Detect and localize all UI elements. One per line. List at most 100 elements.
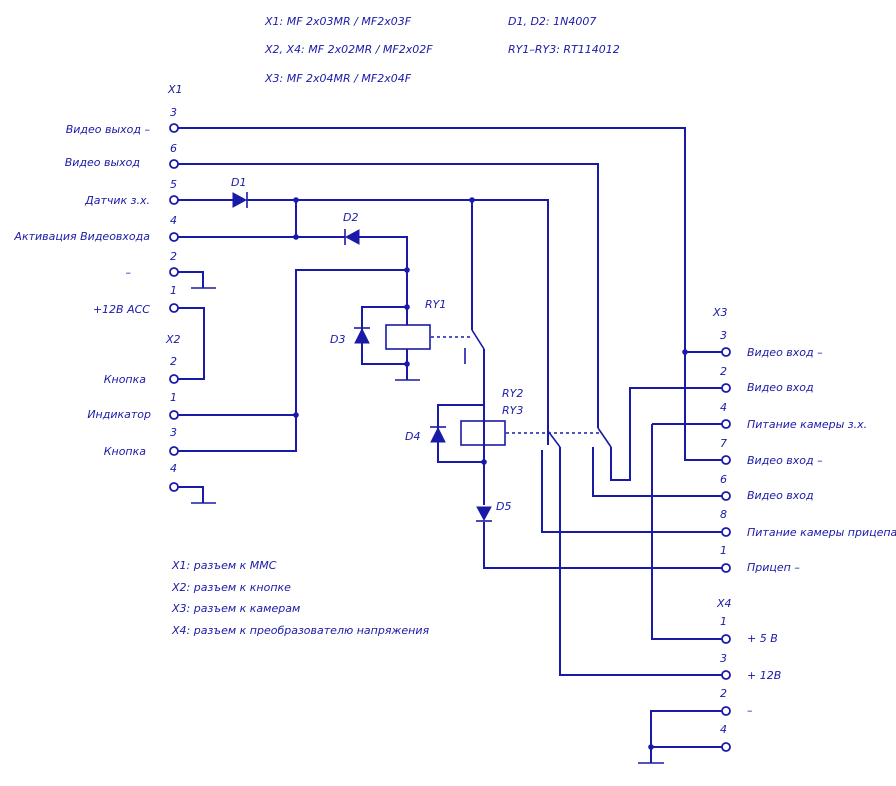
wire-button bbox=[178, 415, 297, 452]
x3-pin-num: 3 bbox=[720, 329, 727, 342]
pin-x2-3 bbox=[169, 446, 179, 456]
x3-pin-num: 6 bbox=[720, 473, 727, 486]
wire-trailer-minus bbox=[483, 522, 722, 569]
x2-title: X2 bbox=[165, 333, 181, 346]
x1-pin-num: 5 bbox=[170, 178, 177, 191]
x4-pin-label: + 12В bbox=[747, 669, 781, 682]
wire-video-in-2 bbox=[610, 387, 722, 481]
x1-pin-label: Активация Видеовхода bbox=[13, 230, 150, 243]
relay-ry1-coil bbox=[385, 324, 431, 350]
pin-x2-1 bbox=[169, 410, 179, 420]
wire-video-in-6 bbox=[592, 447, 722, 497]
x2-pin-num: 1 bbox=[170, 391, 177, 404]
x3-pin-num: 8 bbox=[720, 508, 727, 521]
pin-x1-1 bbox=[169, 303, 179, 313]
ry1-label: RY1 bbox=[425, 298, 446, 311]
x1-pin-label: +12В АСС bbox=[93, 303, 150, 316]
wire-video-out bbox=[178, 163, 599, 428]
pin-x3-6 bbox=[721, 491, 731, 501]
pin-x1-6 bbox=[169, 159, 179, 169]
x3-pin-num: 4 bbox=[720, 401, 727, 414]
junctions bbox=[293, 197, 688, 750]
relays bbox=[385, 324, 612, 448]
wire-indicator bbox=[178, 269, 407, 416]
pin-x3-3 bbox=[721, 347, 731, 357]
pin-x3-2 bbox=[721, 383, 731, 393]
x3-pin-label: Прицеп – bbox=[747, 561, 800, 574]
note-diodes-part: D1, D2: 1N4007 bbox=[508, 15, 596, 28]
legend-x4: X4: разъем к преобразователю напряжения bbox=[171, 624, 429, 637]
x3-pin-label: Видео вход bbox=[747, 489, 814, 502]
note-relays-part: RY1–RY3: RT114012 bbox=[508, 43, 620, 56]
diode-d1 bbox=[232, 192, 248, 208]
x1-pin-label: Видео выход – bbox=[66, 123, 151, 136]
x3-pin-num: 7 bbox=[720, 437, 727, 450]
wire-plus-12v bbox=[559, 447, 722, 676]
junction-dot bbox=[682, 349, 688, 355]
junction-dot bbox=[481, 459, 487, 465]
pin-x4-4 bbox=[721, 742, 731, 752]
diode-d3 bbox=[354, 327, 370, 344]
pin-x2-2 bbox=[169, 374, 179, 384]
connector-x4: X4 1 + 5 В 3 + 12В 2 – 4 bbox=[716, 597, 781, 736]
wire-d1-out bbox=[247, 199, 549, 445]
wire-x1-ground bbox=[178, 271, 204, 288]
wire-x2-ground bbox=[178, 486, 204, 503]
x1-pin-label: – bbox=[126, 266, 132, 279]
connector-x3: X3 3 Видео вход – 2 Видео вход 4 Питание… bbox=[712, 306, 896, 574]
x1-pin-num: 6 bbox=[170, 142, 177, 155]
diodes bbox=[232, 192, 492, 522]
wire-acc-button bbox=[178, 307, 205, 380]
wire-x4-ground bbox=[650, 710, 722, 748]
relay-ry1-switch bbox=[471, 329, 485, 350]
junction-dot bbox=[648, 744, 654, 750]
junction-dot bbox=[404, 361, 410, 367]
pins bbox=[169, 123, 731, 752]
wire-d2-out bbox=[359, 236, 408, 307]
junction-dot bbox=[293, 234, 299, 240]
x2-pin-label: Кнопка bbox=[104, 373, 147, 386]
legend: X1: разъем к ММС X2: разъем к кнопке X3:… bbox=[171, 559, 429, 637]
d5-label: D5 bbox=[496, 500, 511, 513]
pin-x1-3 bbox=[169, 123, 179, 133]
header-notes: X1: MF 2x03MR / MF2x03F X2, X4: MF 2x02M… bbox=[264, 15, 620, 85]
pin-x4-1 bbox=[721, 634, 731, 644]
x2-pin-num: 3 bbox=[170, 426, 177, 439]
pin-x3-8 bbox=[721, 527, 731, 537]
x4-pin-num: 2 bbox=[720, 687, 727, 700]
pin-x4-2 bbox=[721, 706, 731, 716]
junction-dot bbox=[404, 267, 410, 273]
x3-pin-label: Видео вход – bbox=[747, 346, 823, 359]
x3-pin-label: Видео вход bbox=[747, 381, 814, 394]
diode-d5 bbox=[476, 506, 492, 522]
junction-dot bbox=[293, 412, 299, 418]
note-x1-part: X1: MF 2x03MR / MF2x03F bbox=[264, 15, 412, 28]
x3-pin-label: Питание камеры з.х. bbox=[747, 418, 867, 431]
x4-pin-num: 4 bbox=[720, 723, 727, 736]
d1-label: D1 bbox=[231, 176, 246, 189]
x4-pin-num: 1 bbox=[720, 615, 727, 628]
x3-pin-label: Видео вход – bbox=[747, 454, 823, 467]
pin-x3-4 bbox=[721, 419, 731, 429]
x4-pin-label: – bbox=[747, 704, 753, 717]
x4-title: X4 bbox=[716, 597, 732, 610]
pin-x3-1 bbox=[721, 563, 731, 573]
x4-pin-num: 3 bbox=[720, 652, 727, 665]
legend-x1: X1: разъем к ММС bbox=[171, 559, 277, 572]
connector-x1: X1 3 Видео выход – 6 Видео выход 5 Датчи… bbox=[13, 83, 182, 316]
diode-d4 bbox=[430, 426, 446, 443]
d2-label: D2 bbox=[343, 211, 358, 224]
x3-pin-num: 2 bbox=[720, 365, 727, 378]
pin-x1-2 bbox=[169, 267, 179, 277]
x4-pin-label: + 5 В bbox=[747, 632, 778, 645]
wire-d3 bbox=[361, 306, 407, 365]
x1-pin-num: 1 bbox=[170, 284, 177, 297]
legend-x3: X3: разъем к камерам bbox=[171, 602, 300, 615]
legend-x2: X2: разъем к кнопке bbox=[171, 581, 291, 594]
x2-pin-label: Кнопка bbox=[104, 445, 147, 458]
relay-ry2-ry3-coil bbox=[460, 420, 506, 446]
pin-x1-4 bbox=[169, 232, 179, 242]
junction-dot bbox=[404, 304, 410, 310]
x1-pin-label: Датчик з.х. bbox=[84, 194, 150, 207]
x3-title: X3 bbox=[712, 306, 728, 319]
